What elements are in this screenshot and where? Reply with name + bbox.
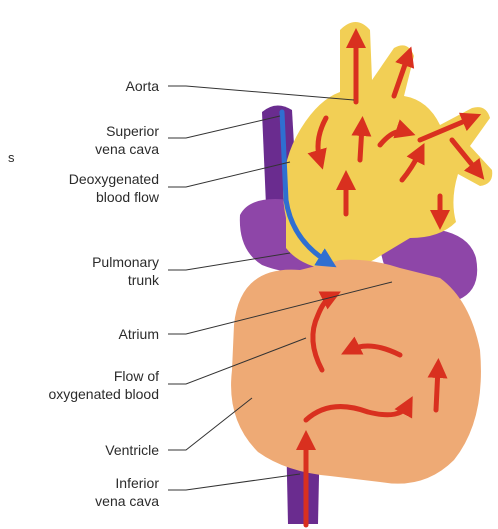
label-flow-of-oxygenated-blood: Flow of oxygenated blood: [48, 367, 159, 403]
label-inferior-vena-cava: Inferior vena cava: [95, 474, 159, 510]
ventricle-shape: [231, 260, 481, 484]
label-superior-vena-cava: Superior vena cava: [95, 122, 159, 158]
label-pulmonary-trunk: Pulmonary trunk: [92, 253, 159, 289]
label-deoxygenated-blood-flow: Deoxygenated blood flow: [69, 170, 159, 206]
label-aorta: Aorta: [126, 77, 159, 95]
stray-glyph: s: [8, 150, 15, 165]
label-atrium: Atrium: [119, 325, 159, 343]
label-ventricle: Ventricle: [105, 441, 159, 459]
aorta-shape: [283, 22, 492, 270]
